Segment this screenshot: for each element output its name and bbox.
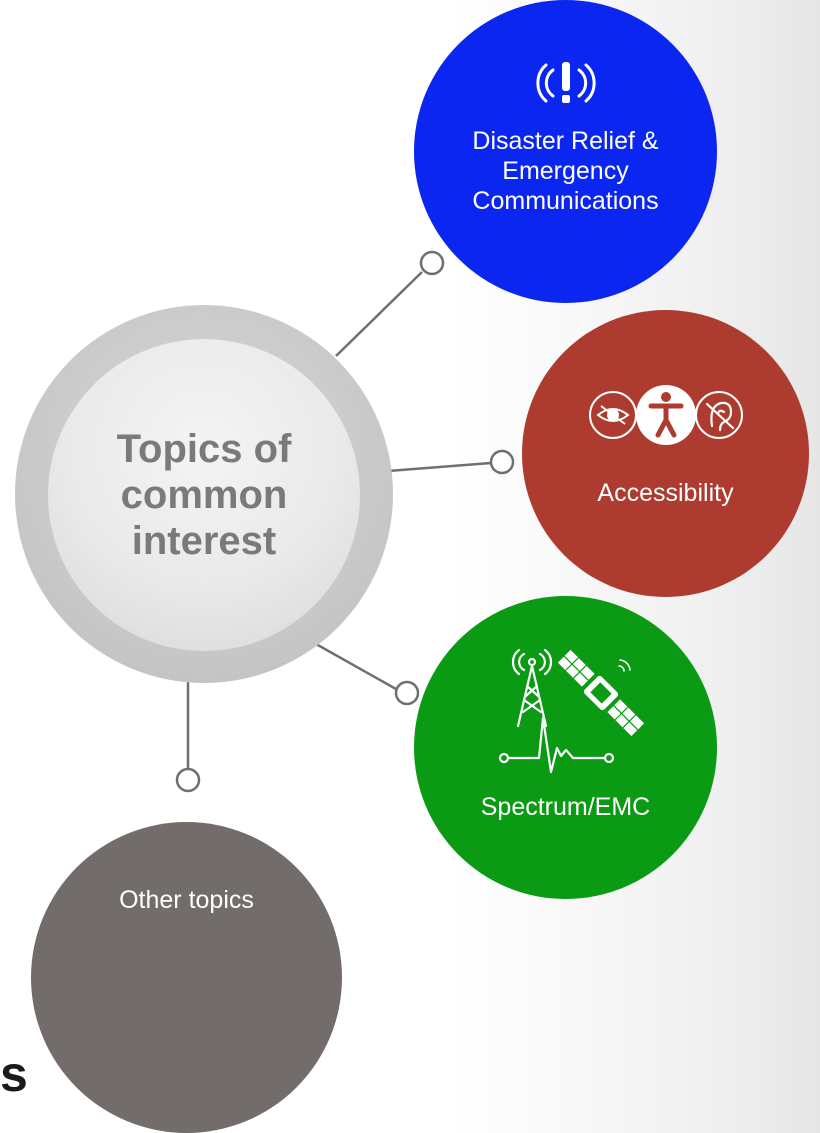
hub-circle: Topics of common interest bbox=[48, 339, 360, 651]
topic-label-other: Other topics bbox=[119, 886, 254, 914]
accessibility-icon bbox=[588, 384, 743, 445]
emergency-alert-icon bbox=[535, 61, 596, 103]
topic-label-accessibility: Accessibility bbox=[597, 478, 734, 507]
connector-line-spectrum bbox=[315, 642, 397, 691]
connector-line-disaster bbox=[335, 271, 423, 357]
topic-other[interactable]: Other topics bbox=[31, 822, 342, 1133]
connector-node-spectrum bbox=[394, 680, 420, 706]
topic-spectrum-emc[interactable]: Spectrum/EMC bbox=[414, 596, 717, 899]
topic-label-disaster-relief: Disaster Relief & Emergency Communicatio… bbox=[472, 126, 659, 215]
topic-label-spectrum-emc: Spectrum/EMC bbox=[480, 792, 651, 821]
radio-tower-satellite-icon bbox=[498, 648, 644, 773]
corner-text-fragment: s bbox=[0, 1046, 28, 1102]
connector-node-access bbox=[489, 449, 515, 475]
topic-disaster-relief[interactable]: Disaster Relief & Emergency Communicatio… bbox=[414, 0, 717, 303]
connector-line-access bbox=[387, 461, 492, 473]
connector-node-other bbox=[175, 767, 201, 793]
connector-node-disaster bbox=[419, 250, 445, 276]
topic-accessibility[interactable]: Accessibility bbox=[522, 310, 809, 597]
hub-title: Topics of common interest bbox=[116, 427, 292, 563]
